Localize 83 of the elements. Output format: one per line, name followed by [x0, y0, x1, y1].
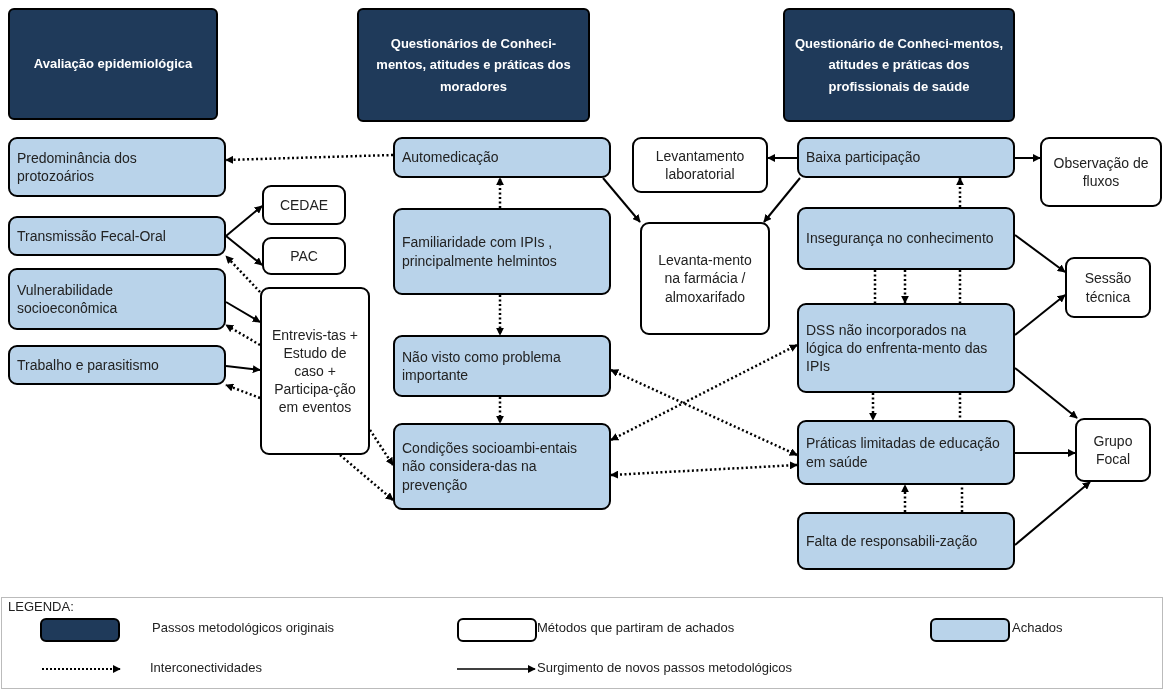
node-text: Familiaridade com IPIs , principalmente helmintos — [402, 233, 558, 270]
finding-box — [797, 420, 1015, 485]
node-text: Práticas limitadas de educação em saúde — [806, 434, 1001, 471]
finding-box — [8, 345, 226, 385]
node-text: Levantamento laboratorial — [654, 146, 746, 184]
derived-method-box — [262, 185, 346, 225]
dotted-arrow — [225, 153, 394, 164]
finding-box — [8, 268, 226, 330]
arrow — [225, 365, 261, 374]
finding-box — [8, 137, 226, 197]
dotted-arrow — [610, 343, 798, 442]
arrow — [1014, 154, 1041, 162]
arrow — [763, 177, 801, 223]
node-text: Sessão técnica — [1083, 269, 1133, 306]
dotted-arrow — [496, 177, 504, 208]
legend-text: Surgimento de novos passos metodológicos — [537, 660, 793, 675]
legend-text: Métodos que partiram de achados — [537, 620, 735, 635]
node-text: DSS não incorporados na lógica do enfrenta-mento das IPIs — [806, 320, 989, 376]
dotted-arrow — [956, 177, 964, 207]
node-text: Predominância dos protozoários — [17, 148, 138, 186]
derived-method-box — [1065, 257, 1151, 318]
dotted-arrow — [901, 270, 909, 304]
node-text: Trabalho e parasitismo — [17, 355, 159, 375]
arrow — [225, 205, 263, 237]
finding-box — [393, 335, 611, 397]
node-text: Levanta-mento na farmácia / almoxarifado — [657, 251, 753, 306]
arrow — [767, 154, 798, 162]
arrow — [1014, 481, 1091, 546]
arrow — [1014, 294, 1066, 336]
derived-method-box — [640, 222, 770, 335]
derived-method-box — [632, 137, 768, 193]
finding-box — [393, 208, 611, 295]
node-text: Observação de fluxos — [1052, 153, 1150, 191]
node-text: CEDAE — [279, 195, 329, 215]
dotted-arrow — [339, 454, 394, 501]
dotted-arrow — [368, 429, 395, 466]
legend-text: Passos metodológicos originais — [152, 620, 335, 635]
arrow — [1014, 234, 1066, 273]
dotted-arrow — [225, 383, 261, 400]
dotted-arrow — [610, 368, 798, 457]
finding-box — [8, 216, 226, 256]
node-text: Não visto como problema importante — [402, 347, 562, 385]
derived-method-box — [1075, 418, 1151, 482]
legend-text: Achados — [1012, 620, 1063, 635]
finding-box — [393, 423, 611, 510]
finding-box — [393, 137, 611, 178]
finding-box — [797, 303, 1015, 393]
node-text: Falta de responsabili-zação — [806, 531, 978, 551]
node-text: Condições socioambi-entais não considera-das na prevenção — [402, 439, 579, 494]
node-text: Transmissão Fecal-Oral — [17, 226, 166, 246]
derived-method-box — [262, 237, 346, 275]
node-text: Questionários de Conheci-mentos, atitudes e práticas dos moradores — [375, 34, 572, 96]
method-step-box — [783, 8, 1015, 122]
dotted-arrow — [610, 461, 798, 479]
node-text: Baixa participação — [806, 148, 921, 167]
dotted-arrow — [225, 323, 261, 347]
method-step-box — [8, 8, 218, 120]
arrow — [1014, 367, 1078, 419]
method-step-box — [357, 8, 590, 122]
arrow — [1014, 449, 1076, 457]
node-text: Avaliação epidemiológica — [33, 55, 193, 74]
node-text: Questionário de Conheci-mentos, atitudes e práticas dos profissionais de saúde — [794, 34, 1004, 96]
node-text: PAC — [290, 246, 318, 266]
dotted-arrow — [496, 295, 504, 336]
arrow — [225, 301, 261, 323]
derived-method-box — [1040, 137, 1162, 207]
legend-title: LEGENDA: — [8, 599, 74, 614]
dotted-arrow — [901, 484, 909, 512]
dotted-arrow — [869, 393, 877, 421]
node-text: Automedicação — [402, 148, 499, 167]
node-text: Insegurança no conhecimento — [806, 229, 994, 248]
derived-method-box — [260, 287, 370, 455]
node-text: Entrevis-tas + Estudo de caso + Participa-ção em eventos — [271, 325, 359, 417]
finding-box — [797, 512, 1015, 570]
arrow — [602, 177, 641, 223]
legend-text: Interconectividades — [150, 660, 262, 675]
dotted-arrow — [496, 397, 504, 424]
node-text: Grupo Focal — [1092, 431, 1134, 469]
arrow — [225, 235, 263, 266]
finding-box — [797, 137, 1015, 178]
finding-box — [797, 207, 1015, 270]
node-text: Vulnerabilidade socioeconômica — [17, 280, 119, 318]
dotted-arrow — [225, 255, 261, 293]
